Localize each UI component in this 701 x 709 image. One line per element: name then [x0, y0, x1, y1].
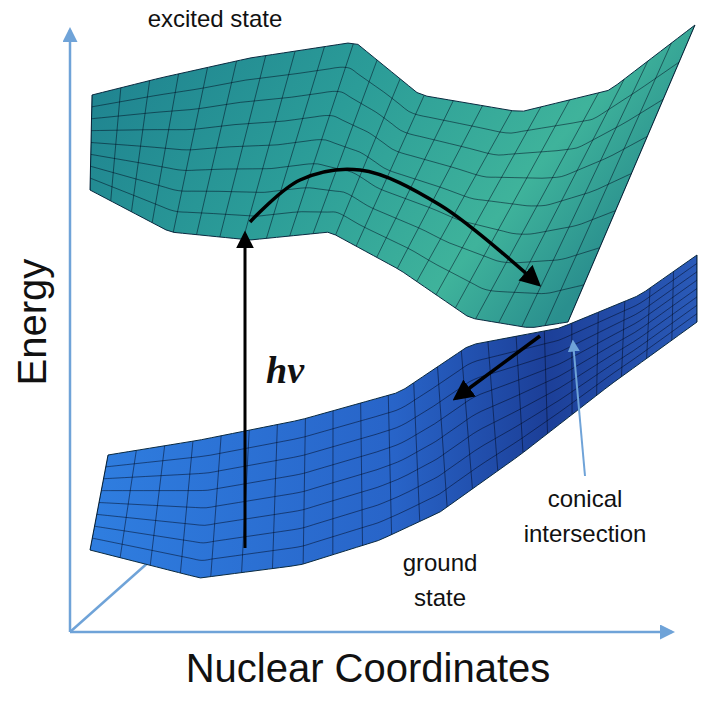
arrows — [245, 169, 585, 548]
excitation-arrow — [244, 234, 247, 548]
surface-fill — [90, 255, 697, 578]
intersection-leader — [573, 342, 585, 476]
decay-arrow — [456, 336, 540, 398]
excited-state-surface — [90, 25, 695, 327]
state-label: excited state — [140, 2, 290, 37]
axis-title: Nuclear Coordinates — [186, 644, 551, 692]
axis-title: Energy — [8, 259, 56, 386]
surface-mesh — [90, 255, 697, 577]
surfaces — [90, 25, 697, 578]
energy-axis — [69, 30, 72, 632]
photon-label: hv — [266, 348, 304, 394]
state-label: ground state — [380, 546, 500, 616]
intersection-label: conical intersection — [510, 482, 660, 552]
ground-state-surface — [90, 255, 697, 578]
surface-mesh — [90, 25, 695, 327]
excited-path-arrow — [250, 169, 538, 284]
coordinate-axis — [70, 631, 672, 634]
surface-fill — [90, 25, 695, 327]
